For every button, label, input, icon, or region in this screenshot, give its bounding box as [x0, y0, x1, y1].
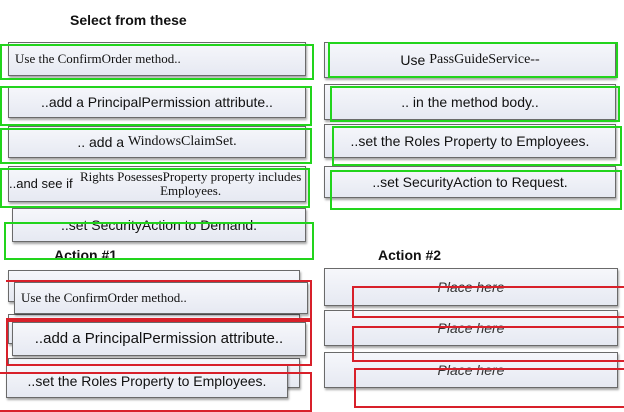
- drop-outline: [6, 280, 312, 320]
- option-label: ..set SecurityAction to Request.: [372, 174, 568, 190]
- selection-outline: [4, 222, 314, 260]
- option-label: Use the ConfirmOrder method..: [15, 51, 181, 66]
- option-add-windowsclaimset[interactable]: .. add a WindowsClaimSet.: [8, 126, 306, 158]
- action1-item-use-confirmorder[interactable]: Use the ConfirmOrder method..: [14, 282, 308, 314]
- option-see-if-rights-possesses[interactable]: ..and see if Rights PosessesProperty pro…: [8, 166, 306, 202]
- option-label-code: WindowsClaimSet.: [127, 134, 237, 149]
- slot-placeholder: Place here: [437, 362, 505, 378]
- drop-outline: [352, 326, 624, 362]
- source-heading: Select from these: [70, 12, 187, 28]
- option-label: ..add a PrincipalPermission attribute..: [41, 94, 273, 110]
- drop-outline: [6, 320, 312, 366]
- item-label: ..set the Roles Property to Employees.: [27, 373, 267, 389]
- drop-outline: [354, 368, 624, 408]
- option-label-prefix: .. add a: [77, 134, 128, 150]
- action2-slot-3[interactable]: Place here: [324, 352, 618, 388]
- option-label-prefix: ..and see if: [9, 176, 77, 191]
- selection-outline: [332, 126, 622, 166]
- item-label: Use the ConfirmOrder method..: [21, 290, 187, 305]
- option-set-roles-employees[interactable]: ..set the Roles Property to Employees.: [324, 124, 616, 158]
- action2-heading: Action #2: [378, 247, 442, 263]
- option-in-method-body[interactable]: .. in the method body..: [324, 84, 616, 120]
- drop-outline: [0, 372, 312, 412]
- selection-outline: [330, 86, 620, 122]
- selection-outline: [0, 168, 310, 208]
- option-label-code: PassGuideService--: [429, 52, 540, 67]
- option-label-code: Rights PosessesProperty property include…: [79, 169, 302, 198]
- selection-outline: [0, 44, 314, 80]
- selection-outline: [0, 86, 312, 126]
- selection-outline: [330, 170, 622, 210]
- option-use-confirmorder[interactable]: Use the ConfirmOrder method..: [8, 42, 306, 76]
- option-label: ..set SecurityAction to Demand.: [60, 217, 258, 233]
- option-label-prefix: Use: [400, 52, 430, 68]
- selection-outline: [328, 42, 618, 78]
- option-add-principalpermission[interactable]: ..add a PrincipalPermission attribute..: [8, 86, 306, 118]
- option-use-passguideservice[interactable]: Use PassGuideService--: [324, 42, 616, 78]
- drop-outline: [352, 286, 624, 318]
- action1-item-add-principalpermission[interactable]: ..add a PrincipalPermission attribute..: [12, 322, 306, 356]
- option-label: ..set the Roles Property to Employees.: [350, 133, 590, 149]
- option-set-securityaction-demand[interactable]: ..set SecurityAction to Demand.: [12, 208, 306, 242]
- option-label: .. in the method body..: [401, 94, 539, 110]
- slot-placeholder: Place here: [437, 320, 505, 336]
- selection-outline: [0, 128, 312, 164]
- item-label: ..add a PrincipalPermission attribute..: [34, 330, 284, 347]
